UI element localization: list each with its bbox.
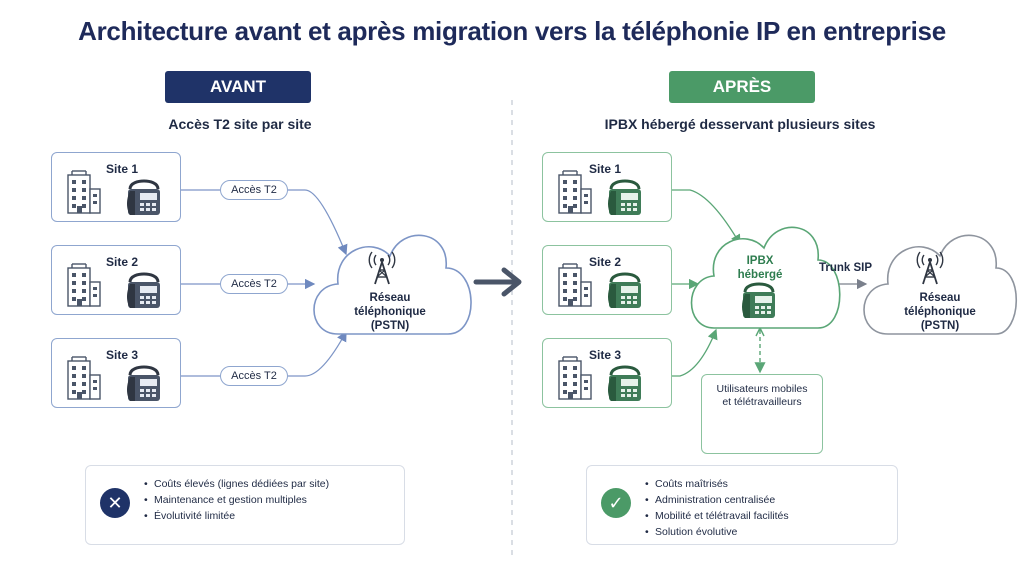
pstn-cloud-after [863,234,1017,335]
benefits-list: Coûts maîtrisés Administration centralis… [645,476,789,540]
ipbx-label-line: hébergé [737,269,783,281]
list-item: Mobilité et télétravail facilités [645,508,789,524]
cross-icon: ✕ [100,488,130,518]
list-item: Solution évolutive [645,524,789,540]
benefits-panel: ✓ Coûts maîtrisés Administration central… [586,465,898,545]
drawbacks-panel: ✕ Coûts élevés (lignes dédiées par site)… [85,465,405,545]
page-title: Architecture avant et après migration ve… [78,16,946,46]
mobile-users-label: Utilisateurs mobiles et télétravailleurs [702,383,822,409]
after-subtitle: IPBX hébergé desservant plusieurs sites [604,116,876,132]
pstn-cloud-before [313,234,472,335]
site-label: Site 2 [106,255,139,269]
drawbacks-list: Coûts élevés (lignes dédiées par site) M… [144,476,329,524]
network-label-line: (PSTN) [370,320,410,332]
network-label-line: (PSTN) [920,320,960,332]
pstn-label-after: Réseau téléphonique (PSTN) [875,291,1005,333]
before-connectors [181,189,348,377]
mobile-label-line: et télétravailleurs [722,396,802,408]
ipbx-cloud [690,226,841,329]
t2-access-label: Accès T2 [220,274,288,294]
site-2-before: Site 2 [51,245,181,315]
network-label-line: téléphonique [904,306,976,318]
site-3-before: Site 3 [51,338,181,408]
ipbx-label-line: IPBX [746,255,774,267]
check-icon: ✓ [601,488,631,518]
ipbx-label: IPBX hébergé [710,254,810,282]
list-item: Évolutivité limitée [144,508,329,524]
list-item: Maintenance et gestion multiples [144,492,329,508]
t2-access-label: Accès T2 [220,366,288,386]
mobile-users-box: Utilisateurs mobiles et télétravailleurs [701,374,823,454]
site-label: Site 3 [106,348,139,362]
site-label: Site 1 [106,162,139,176]
site-1-before: Site 1 [51,152,181,222]
mobile-label-line: Utilisateurs mobiles [716,383,808,395]
list-item: Coûts maîtrisés [645,476,789,492]
transition-arrow-icon [473,267,522,297]
site-2-after: Site 2 [542,245,672,315]
network-label-line: Réseau [919,292,961,304]
list-item: Administration centralisée [645,492,789,508]
pstn-label-before: Réseau téléphonique (PSTN) [325,291,455,333]
site-1-after: Site 1 [542,152,672,222]
t2-access-label: Accès T2 [220,180,288,200]
network-label-line: Réseau [369,292,411,304]
trunk-sip-label: Trunk SIP [819,262,873,274]
site-3-after: Site 3 [542,338,672,408]
before-subtitle: Accès T2 site par site [168,116,312,132]
site-label: Site 3 [589,348,622,362]
network-label-line: téléphonique [354,306,426,318]
after-badge: APRÈS [669,71,815,103]
site-label: Site 1 [589,162,622,176]
site-label: Site 2 [589,255,622,269]
before-badge: AVANT [165,71,311,103]
list-item: Coûts élevés (lignes dédiées par site) [144,476,329,492]
